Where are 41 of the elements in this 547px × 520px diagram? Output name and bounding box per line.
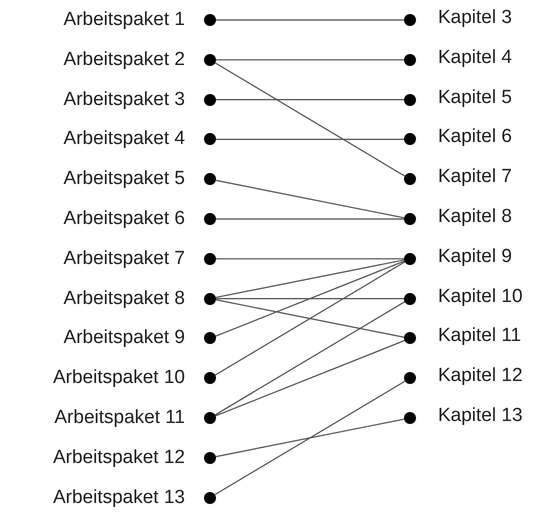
item-label: Kapitel 8 — [438, 205, 512, 229]
item-label: Arbeitspaket 7 — [64, 246, 185, 271]
item-label: Kapitel 7 — [438, 165, 512, 190]
connector-line — [214, 261, 406, 376]
connector-line — [214, 380, 406, 496]
connector-line — [216, 180, 404, 218]
item-label: Kapitel 9 — [438, 244, 512, 269]
item-label: Arbeitspaket 11 — [54, 406, 185, 430]
item-label: Kapitel 3 — [438, 6, 512, 30]
item-label: Kapitel 10 — [438, 284, 523, 309]
connector-line — [215, 340, 405, 416]
item-label: Arbeitspaket 5 — [64, 167, 185, 192]
connector-line — [216, 418, 404, 458]
connector-line — [216, 59, 404, 60]
item-label: Arbeitspaket 2 — [64, 48, 185, 72]
item-label: Arbeitspaket 10 — [52, 366, 185, 390]
connector-line — [214, 62, 406, 177]
item-label: Arbeitspaket 6 — [64, 207, 185, 231]
item-label: Arbeitspaket 1 — [64, 8, 185, 32]
item-label: Kapitel 12 — [438, 364, 523, 388]
item-label: Kapitel 6 — [438, 125, 512, 150]
connector-line — [216, 258, 404, 260]
item-label: Arbeitspaket 9 — [64, 326, 185, 350]
item-label: Kapitel 13 — [438, 404, 523, 428]
connector-line — [216, 259, 404, 298]
connector-line — [216, 19, 404, 21]
item-label: Kapitel 4 — [438, 46, 512, 70]
connector-line — [214, 301, 406, 416]
connector-line — [216, 99, 404, 100]
connector-line — [216, 138, 404, 140]
connector-line — [216, 298, 404, 300]
item-label: Arbeitspaket 12 — [52, 446, 185, 470]
item-label: Kapitel 11 — [438, 324, 522, 348]
item-label: Arbeitspaket 13 — [52, 486, 185, 510]
item-label: Arbeitspaket 8 — [64, 286, 185, 311]
connector-line — [215, 260, 405, 337]
connector-line — [216, 218, 404, 220]
item-label: Kapitel 5 — [438, 86, 512, 110]
item-label: Arbeitspaket 3 — [64, 88, 185, 112]
item-label: Arbeitspaket 4 — [64, 127, 185, 152]
connector-line — [216, 299, 404, 338]
